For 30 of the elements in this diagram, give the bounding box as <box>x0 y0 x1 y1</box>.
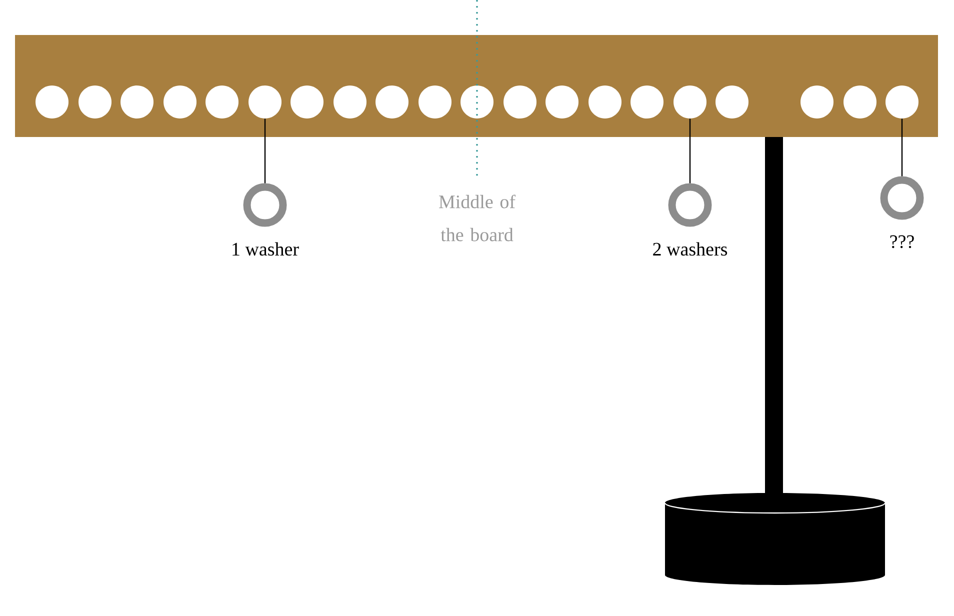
hole <box>588 86 622 118</box>
hole <box>334 86 366 118</box>
hole <box>504 86 536 118</box>
washer-label: ??? <box>890 235 914 248</box>
hole <box>290 86 324 118</box>
hole <box>248 86 282 118</box>
hole <box>418 86 452 118</box>
hole <box>886 86 918 118</box>
washer <box>243 183 287 227</box>
annotation: Middle of the board <box>439 194 516 242</box>
hole <box>716 86 748 118</box>
hole <box>376 86 408 118</box>
hole <box>206 86 238 118</box>
hole <box>630 86 664 118</box>
string <box>689 118 691 184</box>
washer <box>668 183 712 227</box>
washer-label: 1 washer <box>232 242 299 256</box>
washer-label: 2 washers <box>653 242 728 256</box>
hole <box>546 86 578 118</box>
string <box>264 118 266 184</box>
hole <box>674 86 706 118</box>
washer <box>880 176 924 220</box>
hole <box>844 86 876 118</box>
hole <box>36 86 68 118</box>
hole <box>800 86 834 118</box>
hole <box>460 86 494 118</box>
string <box>901 118 903 176</box>
hole <box>78 86 112 118</box>
hole <box>120 86 154 118</box>
hole <box>164 86 196 118</box>
